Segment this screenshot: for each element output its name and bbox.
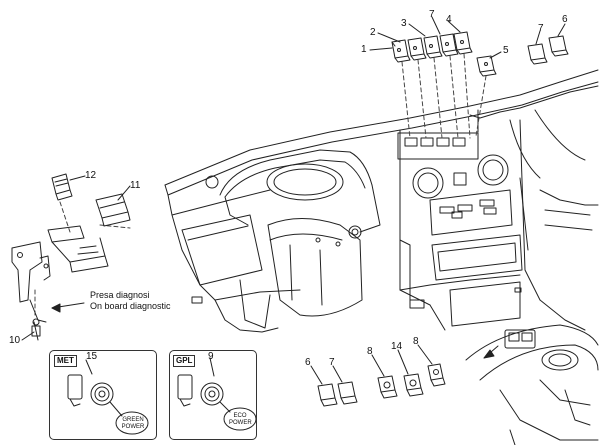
- eco-power-label-line1: ECO: [233, 413, 247, 419]
- center-console: [397, 109, 523, 327]
- callout-8-left: 8: [367, 346, 373, 357]
- met-detail-box: [49, 350, 157, 440]
- callout-9: 9: [208, 351, 214, 362]
- callout-6-bottom: 6: [305, 357, 311, 368]
- callout-2: 2: [370, 27, 376, 38]
- callout-4: 4: [446, 14, 452, 25]
- callout-11: 11: [130, 180, 141, 191]
- steering-column: [267, 218, 363, 317]
- gpl-switch-art: [177, 374, 257, 431]
- met-tag: MET: [54, 355, 77, 367]
- callout-5: 5: [503, 45, 509, 56]
- callout-14: 14: [391, 341, 403, 352]
- top-switches: [391, 31, 569, 77]
- callout-10: 10: [9, 335, 21, 346]
- callout-1: 1: [361, 44, 367, 55]
- callout-12: 12: [85, 170, 97, 181]
- callout-7-bottom: 7: [329, 357, 335, 368]
- eco-power-label: ECO POWER: [229, 413, 252, 427]
- diagnostic-note-line1: Presa diagnosi: [90, 290, 150, 300]
- detail-inset: [465, 324, 599, 445]
- callout-7-top: 7: [429, 9, 435, 20]
- gpl-detail-box: [169, 350, 257, 440]
- callout-3: 3: [401, 18, 407, 29]
- callout-8-right: 8: [413, 336, 419, 347]
- gpl-tag: GPL: [173, 355, 196, 367]
- leader-lines: [21, 16, 566, 385]
- callout-7-right: 7: [538, 23, 544, 34]
- green-power-label: GREEN POWER: [121, 417, 145, 431]
- knee-panel: [181, 214, 271, 329]
- eco-power-label-line2: POWER: [229, 420, 252, 426]
- dashboard-panel: [164, 69, 599, 333]
- green-power-label-line1: GREEN: [122, 417, 144, 423]
- diagnostic-note: Presa diagnosi On board diagnostic: [90, 290, 171, 312]
- callout-6-top: 6: [562, 14, 568, 25]
- met-switch-art: [67, 374, 149, 435]
- callout-15: 15: [86, 351, 98, 362]
- green-power-label-line2: POWER: [121, 424, 145, 430]
- assembly-lines: [34, 53, 487, 319]
- bottom-switches: [317, 363, 446, 407]
- diagnostic-assembly: [11, 173, 131, 341]
- instrument-hood: [205, 149, 381, 233]
- diagnostic-note-line2: On board diagnostic: [90, 301, 171, 311]
